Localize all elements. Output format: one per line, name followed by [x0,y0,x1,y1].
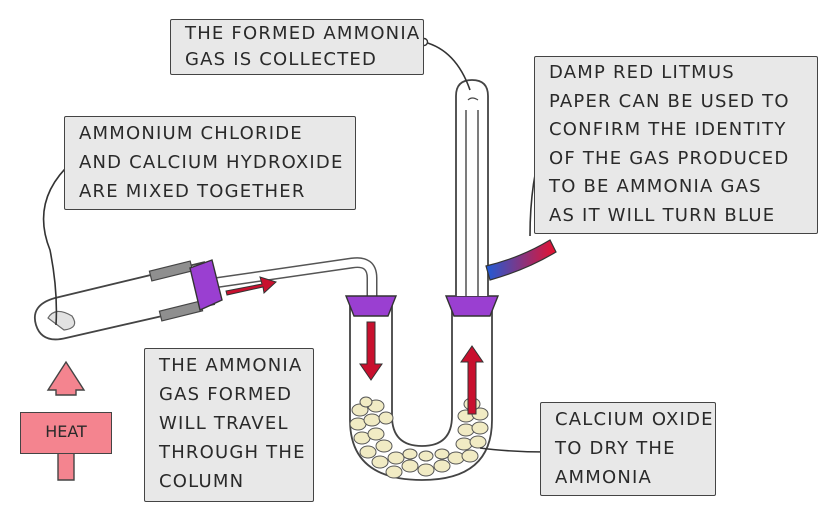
label-line: CALCIUM OXIDE [555,409,714,430]
test-tube [34,261,216,341]
heat-label: HEAT [20,412,112,454]
label-line: AND CALCIUM HYDROXIDE [79,152,344,173]
litmus-paper [485,239,557,281]
stopper [189,259,223,311]
label-line: THE AMMONIA [159,355,303,376]
label-litmus: DAMP RED LITMUS PAPER CAN BE USED TO CON… [534,56,818,234]
label-line: TO BE AMMONIA GAS [549,176,762,197]
flow-arrow [225,276,277,296]
label-line: AS IT WILL TURN BLUE [549,204,776,226]
u-tube [349,300,493,481]
label-line: THE FORMED AMMONIA [185,23,421,44]
label-reactants: AMMONIUM CHLORIDE AND CALCIUM HYDROXIDE … [64,116,356,210]
label-line: GAS IS COLLECTED [185,49,378,70]
calcium-oxide-pellets [349,396,489,479]
label-line: THROUGH THE [159,442,306,463]
label-line: WILL TRAVEL [159,413,289,434]
label-line: ARE MIXED TOGETHER [79,181,306,202]
stopper [444,295,500,317]
label-line: DAMP RED LITMUS [549,62,735,83]
heat-arrow [46,360,86,396]
collection-tube [455,79,489,296]
flow-arrow [460,345,484,415]
label-line: COLUMN [159,471,245,492]
clamp [148,260,194,282]
label-line: AMMONIA [555,467,653,488]
label-line: TO DRY THE [555,438,676,459]
heat-text: HEAT [45,422,87,441]
label-drying: CALCIUM OXIDE TO DRY THE AMMONIA [540,402,716,496]
stopper [344,295,398,317]
label-line: GAS FORMED [159,384,293,405]
label-line: AMMONIUM CHLORIDE [79,123,303,144]
label-line: OF THE GAS PRODUCED [549,147,790,169]
flow-arrow [359,321,383,381]
label-line: PAPER CAN BE USED TO [549,90,790,112]
label-travel: THE AMMONIA GAS FORMED WILL TRAVEL THROU… [144,348,314,502]
label-collected: THE FORMED AMMONIA GAS IS COLLECTED [170,19,424,75]
label-line: CONFIRM THE IDENTITY [549,119,787,140]
